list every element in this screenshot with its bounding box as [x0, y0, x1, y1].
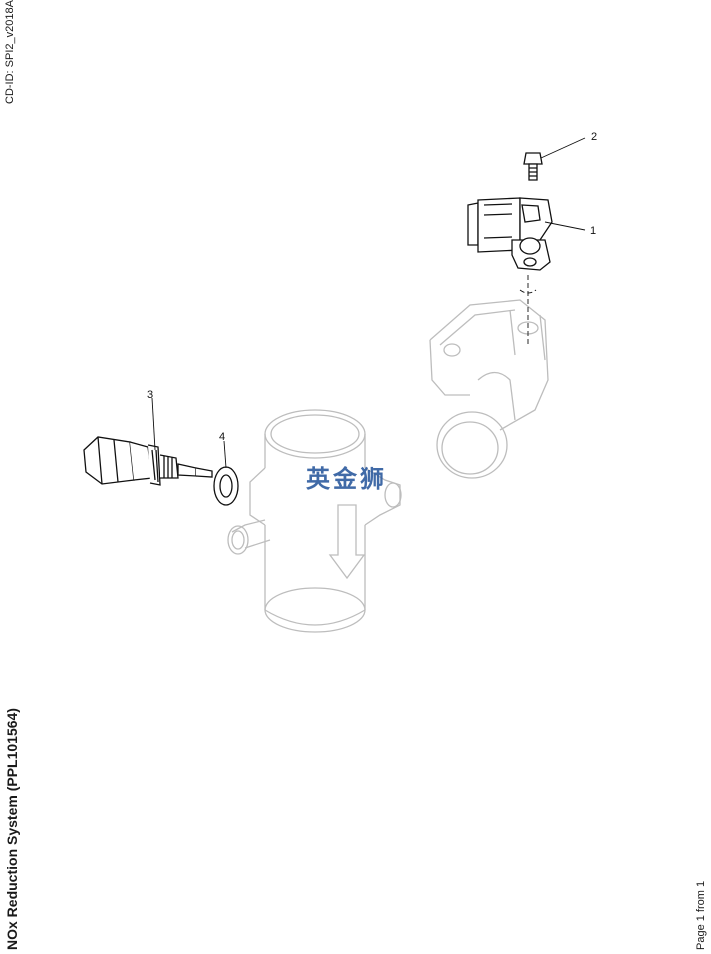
assembly-guides	[519, 275, 537, 345]
ghost-pipe-tee	[227, 409, 402, 633]
watermark-logo: 英金狮	[306, 465, 387, 493]
bolt-part-2	[523, 152, 543, 181]
callout-4: 4	[219, 431, 225, 443]
sensor-part-1	[467, 197, 553, 271]
temperature-sensor-part-3	[83, 436, 213, 486]
washer-part-4	[213, 466, 239, 506]
callout-2: 2	[591, 131, 597, 143]
leader-lines	[151, 137, 586, 469]
callout-1: 1	[590, 225, 596, 237]
callout-3: 3	[147, 389, 153, 401]
ghost-elbow-housing	[429, 299, 549, 479]
